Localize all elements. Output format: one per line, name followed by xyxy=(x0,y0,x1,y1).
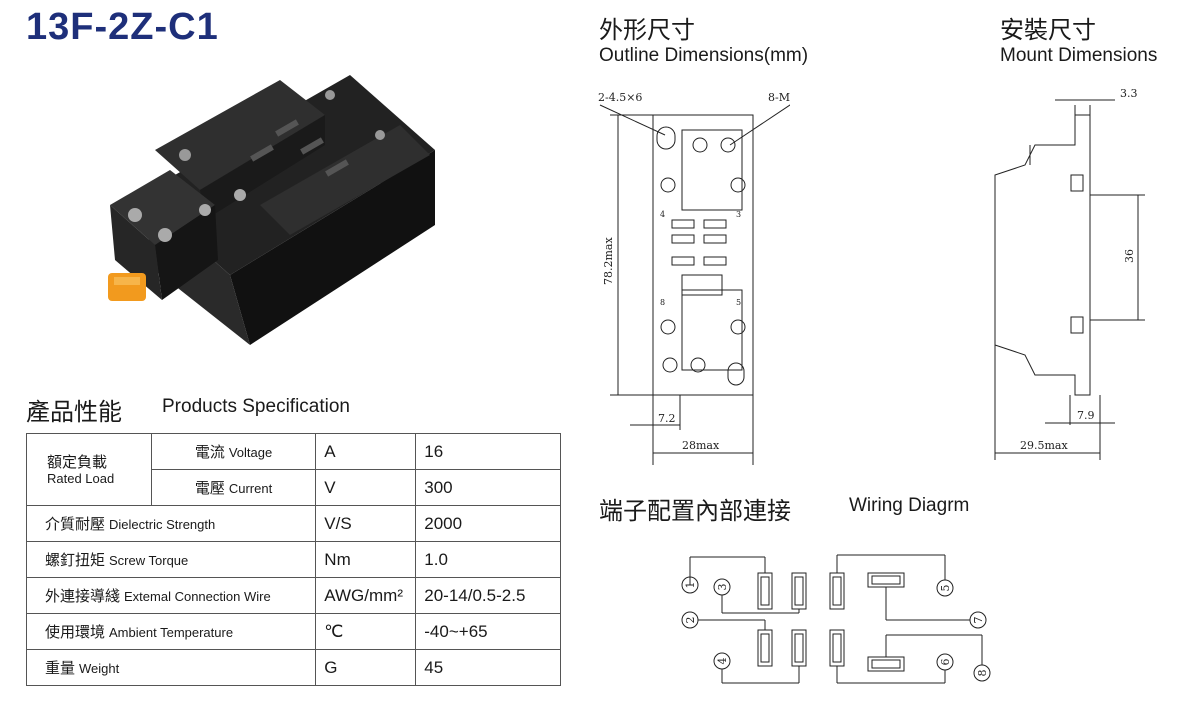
model-title: 13F-2Z-C1 xyxy=(26,6,219,48)
spec-unit: V/S xyxy=(315,505,417,542)
outline-title-zh: 外形尺寸 xyxy=(599,16,695,44)
spec-value: -40~+65 xyxy=(415,613,561,650)
rated-load-zh: 額定負載 xyxy=(47,452,108,471)
wiring-terminal-3: 3 xyxy=(716,584,729,591)
rated-load-en: Rated Load xyxy=(47,470,115,486)
wiring-terminal-8: 8 xyxy=(976,670,989,677)
product-photo xyxy=(108,75,435,345)
spec-unit: A xyxy=(315,433,417,470)
outline-terminal-5: 5 xyxy=(736,298,741,307)
dim-mount-spacing: 36 xyxy=(1123,249,1136,263)
outline-terminal-4: 4 xyxy=(660,210,665,219)
spec-value: 16 xyxy=(415,433,561,470)
spec-value: 1.0 xyxy=(415,541,561,578)
wiring-terminal-2: 2 xyxy=(684,617,697,624)
spec-unit: V xyxy=(315,469,417,506)
mount-drawing: 3.3 36 7.9 29.5max xyxy=(994,87,1145,460)
spec-unit: G xyxy=(315,649,417,686)
spec-unit: ℃ xyxy=(315,613,417,650)
outline-terminal-3: 3 xyxy=(736,210,741,219)
wiring-title-en: Wiring Diagrm xyxy=(849,495,970,516)
wiring-diagram: 1 2 3 4 5 6 7 8 xyxy=(681,554,991,684)
spec-value: 2000 xyxy=(415,505,561,542)
wiring-terminal-6: 6 xyxy=(939,659,952,666)
outline-title-en: Outline Dimensions(mm) xyxy=(599,45,809,66)
spec-unit: AWG/mm² xyxy=(315,577,417,614)
outline-terminal-8: 8 xyxy=(660,298,665,307)
rated-load-cell: 額定負載 Rated Load xyxy=(26,433,152,506)
spec-title-zh: 產品性能 xyxy=(26,398,122,426)
outline-drawing: 2-4.5×6 8-M3.5×8 78.2max 7.2 28max 4 3 8… xyxy=(598,91,790,465)
wiring-terminal-1: 1 xyxy=(684,582,697,589)
wiring-terminal-4: 4 xyxy=(716,658,729,665)
wiring-terminal-5: 5 xyxy=(939,585,952,592)
spec-value: 20-14/0.5-2.5 xyxy=(415,577,561,614)
spec-value: 45 xyxy=(415,649,561,686)
dim-depth: 29.5max xyxy=(1020,439,1068,452)
spec-value: 300 xyxy=(415,469,561,506)
wiring-terminal-7: 7 xyxy=(972,617,985,624)
wiring-title-zh: 端子配置內部連接 xyxy=(599,497,791,525)
dim-mount-bottom: 7.9 xyxy=(1077,409,1095,422)
spec-unit: Nm xyxy=(315,541,417,578)
mount-title-en: Mount Dimensions xyxy=(1000,45,1158,66)
spec-title-en: Products Specification xyxy=(162,396,350,417)
dim-mount-top: 3.3 xyxy=(1120,87,1138,100)
dim-offset: 7.2 xyxy=(658,412,676,425)
dim-holes: 2-4.5×6 xyxy=(598,91,642,104)
dim-screws: 8-M3.5×8 xyxy=(768,91,790,104)
mount-title-zh: 安裝尺寸 xyxy=(1000,16,1096,44)
dim-height: 78.2max xyxy=(602,237,615,285)
dim-width: 28max xyxy=(682,439,720,452)
